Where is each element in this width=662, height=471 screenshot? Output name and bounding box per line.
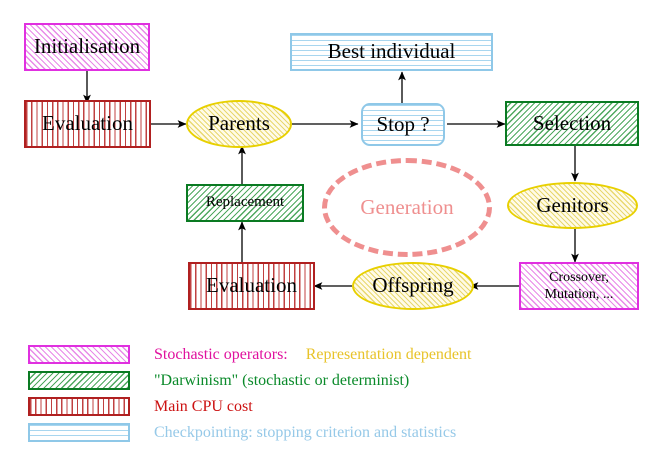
node-offspring[interactable]: Offspring — [352, 262, 474, 310]
node-evaluation-bottom[interactable]: Evaluation — [188, 262, 315, 310]
node-parents[interactable]: Parents — [186, 100, 292, 148]
node-generation-label: Generation — [360, 194, 454, 219]
legend-text-primary-1: "Darwinism" (stochastic or determinist) — [154, 371, 410, 389]
node-crossover-line1: Crossover, — [549, 269, 609, 285]
legend-swatch-magenta-diagonal-hatch — [28, 345, 130, 364]
node-replacement-label: Replacement — [205, 194, 285, 211]
node-selection-label: Selection — [532, 110, 612, 135]
legend-row-darwinism: "Darwinism" (stochastic or determinist) — [28, 371, 409, 390]
node-replacement[interactable]: Replacement — [186, 184, 304, 222]
node-genitors[interactable]: Genitors — [507, 182, 638, 229]
node-initialisation[interactable]: Initialisation — [24, 23, 150, 71]
node-initialisation-label: Initialisation — [33, 34, 141, 59]
legend-row-checkpointing: Checkpointing: stopping criterion and st… — [28, 423, 456, 442]
node-generation-loop: Generation — [322, 158, 492, 257]
legend-row-stochastic-operators: Stochastic operators: Representation dep… — [28, 345, 471, 364]
legend-label-stochastic-operators: Stochastic operators: Representation dep… — [154, 346, 471, 364]
legend-text-secondary-0: Representation dependent — [305, 345, 472, 363]
node-crossover-mutation[interactable]: Crossover, Mutation, ... — [519, 262, 639, 310]
node-stop[interactable]: Stop ? — [361, 103, 445, 146]
node-crossover-line2: Mutation, ... — [544, 287, 614, 302]
node-evaluation-top-label: Evaluation — [42, 111, 133, 136]
node-offspring-label: Offspring — [372, 273, 454, 298]
legend-swatch-green-diagonal-hatch — [28, 371, 130, 390]
node-genitors-label: Genitors — [536, 192, 609, 217]
node-evaluation-bottom-label: Evaluation — [206, 273, 297, 298]
legend-text-primary-0: Stochastic operators: — [154, 345, 288, 363]
legend-swatch-red-vertical-hatch — [28, 397, 130, 416]
legend-row-main-cpu-cost: Main CPU cost — [28, 397, 253, 416]
node-best-individual[interactable]: Best individual — [290, 33, 493, 71]
legend-text-primary-2: Main CPU cost — [154, 397, 253, 415]
node-best-individual-label: Best individual — [327, 39, 456, 64]
legend-swatch-blue-horizontal-hatch — [28, 423, 130, 442]
legend-text-primary-3: Checkpointing: stopping criterion and st… — [154, 423, 457, 441]
node-selection[interactable]: Selection — [505, 101, 639, 146]
node-parents-label: Parents — [208, 111, 270, 136]
node-evaluation-top[interactable]: Evaluation — [24, 100, 151, 148]
node-stop-label: Stop ? — [376, 111, 430, 136]
